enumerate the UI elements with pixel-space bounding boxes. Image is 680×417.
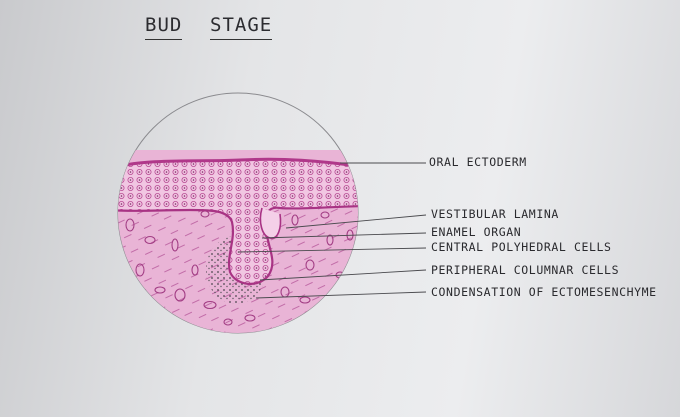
epithelium-surface <box>118 157 358 170</box>
label-vestibular-lamina: VESTIBULAR LAMINA <box>431 207 559 221</box>
label-central-polyhedral-cells: CENTRAL POLYHEDRAL CELLS <box>431 240 612 254</box>
label-enamel-organ: ENAMEL ORGAN <box>431 225 522 239</box>
title-stage: STAGE <box>210 14 273 40</box>
label-peripheral-columnar-cells: PERIPHERAL COLUMNAR CELLS <box>431 263 620 277</box>
basement-membrane <box>118 204 358 285</box>
label-condensation-ectomesenchyme: CONDENSATION OF ECTOMESENCHYME <box>431 285 657 299</box>
title-bud: BUD <box>145 14 183 40</box>
leader-lines <box>237 162 427 299</box>
label-oral-ectoderm: ORAL ECTODERM <box>429 155 527 169</box>
